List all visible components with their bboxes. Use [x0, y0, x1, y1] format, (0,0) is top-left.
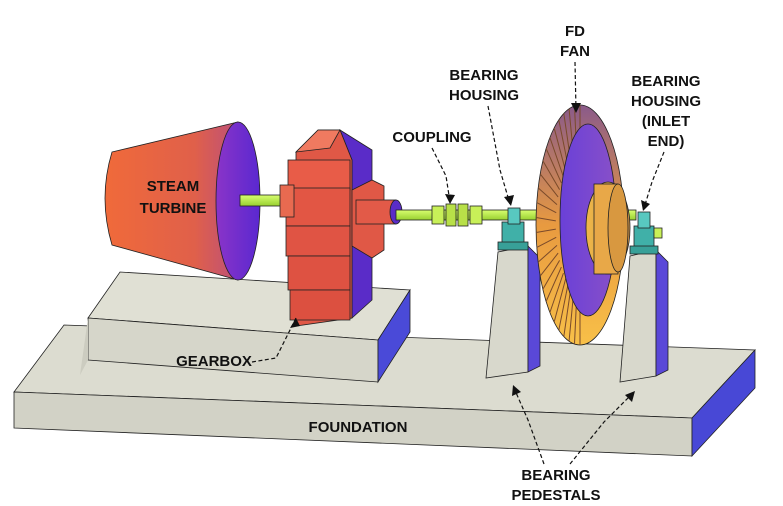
fan-blade — [536, 202, 557, 214]
bearing-pedestal-left — [485, 245, 541, 379]
label-bearing-housing-inlet-line1: BEARING — [631, 73, 700, 90]
fan-blades — [536, 105, 581, 345]
arrow-bearing-housing-inlet — [643, 151, 665, 209]
label-coupling: COUPLING — [392, 129, 471, 146]
label-bearing-housing-inlet-line2: HOUSING — [631, 93, 701, 110]
arrow-pedestal-left — [513, 387, 545, 465]
fan-blade — [542, 260, 561, 290]
bearing-housing-inlet — [629, 211, 663, 255]
label-steam-turbine-line2: TURBINE — [140, 200, 207, 217]
arrow-fd-fan — [574, 61, 577, 111]
coupling — [431, 203, 483, 227]
arrow-coupling — [431, 147, 451, 203]
fan-blade — [542, 160, 561, 190]
gearbox — [279, 129, 403, 327]
fan-blade — [545, 148, 562, 184]
leader-arrows — [251, 61, 665, 465]
fan-blade — [549, 137, 564, 178]
fan-blade — [539, 173, 559, 198]
label-fd-fan-line2: FAN — [560, 43, 590, 60]
bearing-pedestal-right — [619, 249, 669, 383]
arrow-pedestal-left-head — [512, 385, 521, 396]
arrow-gearbox — [251, 317, 297, 363]
fan-blade — [536, 228, 556, 234]
arrow-bearing-housing — [487, 105, 511, 205]
arrow-bearing-housing-head — [504, 195, 514, 206]
label-fd-fan-line1: FD — [565, 23, 585, 40]
fan-blade — [563, 286, 572, 337]
label-foundation: FOUNDATION — [309, 419, 408, 436]
turbine-plinth — [80, 271, 411, 384]
fan-blade — [537, 245, 558, 263]
fan-blade — [537, 187, 558, 205]
fan-blade — [536, 216, 556, 222]
label-bearing-pedestals-line2: PEDESTALS — [512, 487, 601, 504]
arrow-pedestal-right-head — [625, 391, 635, 402]
steam-turbine — [104, 121, 261, 281]
arrow-fd-fan-head — [571, 103, 581, 113]
label-bearing-pedestals-line1: BEARING — [521, 467, 590, 484]
label-bearing-housing-inlet-line4: END) — [648, 133, 685, 150]
arrow-coupling-head — [445, 194, 455, 204]
fan-blade — [545, 266, 562, 302]
label-gearbox: GEARBOX — [176, 353, 252, 370]
fan-blade — [558, 282, 569, 331]
fan-blade — [553, 127, 567, 172]
fd-fan — [535, 104, 631, 346]
label-bearing-housing-inlet-line3: (INLET — [642, 113, 690, 130]
label-bearing-housing-line1: BEARING — [449, 67, 518, 84]
label-steam-turbine-line1: STEAM — [147, 178, 200, 195]
arrow-gearbox-head — [290, 318, 300, 328]
fan-blade — [539, 252, 559, 277]
bearing-housing-left — [497, 207, 529, 251]
arrow-bearing-housing-inlet-head — [641, 200, 650, 211]
fan-blade — [536, 236, 557, 248]
labels: STEAM TURBINE GEARBOX COUPLING BEARING H… — [140, 23, 701, 504]
arrow-pedestal-right — [569, 393, 633, 465]
fan-blade — [549, 272, 564, 313]
fan-blade — [553, 278, 567, 323]
label-bearing-housing-line2: HOUSING — [449, 87, 519, 104]
